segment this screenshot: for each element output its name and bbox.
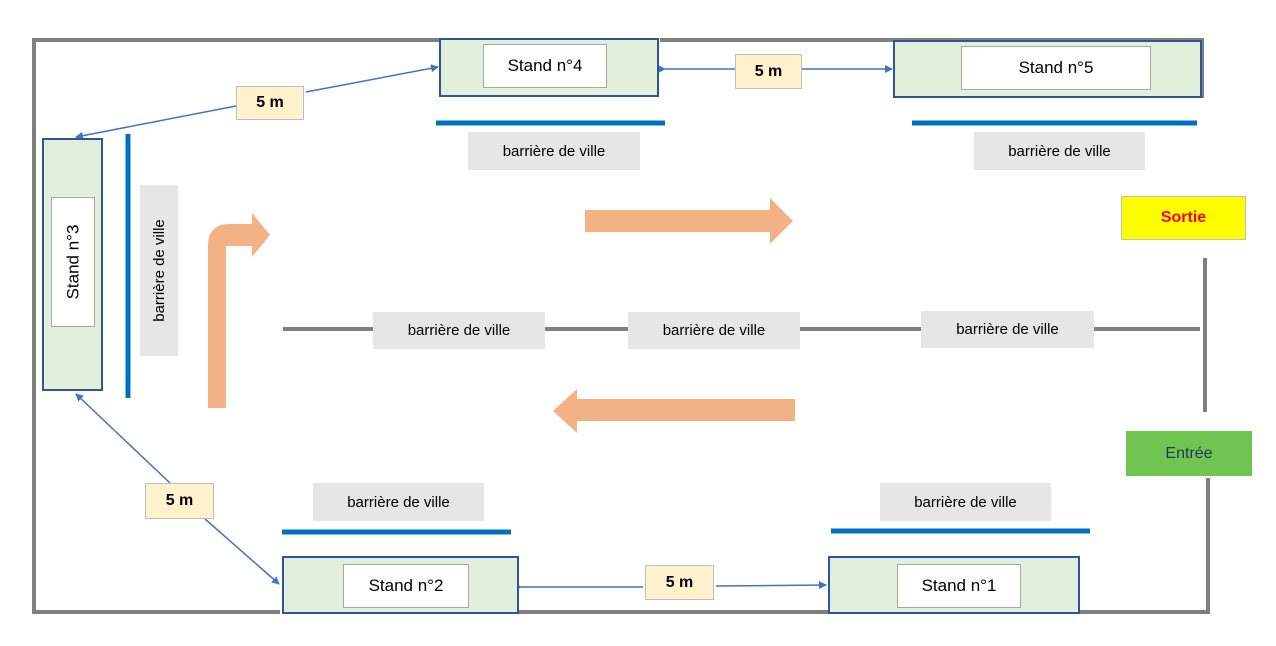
barrier-label-middle-center: barrière de ville [628, 312, 800, 349]
entrance-label: Entrée [1126, 431, 1252, 476]
barrier-label-top-right: barrière de ville [974, 132, 1145, 170]
barrier-label-middle-left: barrière de ville [373, 312, 545, 349]
outer-wall [1080, 478, 1210, 614]
stand-3: Stand n°3 [42, 138, 103, 391]
stand-2: Stand n°2 [282, 556, 519, 614]
flow-arrow-right [585, 198, 793, 244]
measure-arrow [204, 518, 280, 585]
flow-arrow-up-right [208, 213, 270, 408]
distance-label-top-center: 5 m [735, 54, 802, 89]
barrier-label-bottom-left: barrière de ville [313, 483, 484, 521]
stand-3-text: Stand n°3 [63, 224, 83, 300]
stand-2-label: Stand n°2 [343, 564, 469, 608]
barrier-label-top-left: barrière de ville [468, 132, 640, 170]
stand-5-label: Stand n°5 [961, 46, 1151, 90]
outer-wall [32, 38, 440, 614]
stand-5: Stand n°5 [893, 40, 1202, 98]
exit-label: Sortie [1121, 196, 1246, 240]
measure-arrow [75, 105, 237, 140]
barrier-label-middle-right: barrière de ville [921, 311, 1094, 348]
stand-4: Stand n°4 [439, 38, 659, 97]
distance-label-bottom-center: 5 m [645, 565, 714, 600]
stand-4-label: Stand n°4 [483, 44, 607, 88]
barrier-label-bottom-right: barrière de ville [880, 483, 1051, 521]
distance-label-top-left: 5 m [236, 86, 304, 120]
stand-1: Stand n°1 [828, 556, 1080, 614]
measure-arrow [715, 581, 827, 590]
stand-3-label: Stand n°3 [51, 197, 95, 327]
measure-arrow [305, 64, 439, 93]
flow-arrow-left [553, 389, 795, 433]
outer-wall [660, 38, 1204, 98]
barrier-label-left: barrière de ville [140, 185, 178, 356]
barrier-label-left-text: barrière de ville [150, 219, 168, 322]
distance-label-bottom-left: 5 m [145, 483, 214, 519]
measure-arrow [75, 393, 171, 484]
stand-1-label: Stand n°1 [897, 564, 1021, 608]
